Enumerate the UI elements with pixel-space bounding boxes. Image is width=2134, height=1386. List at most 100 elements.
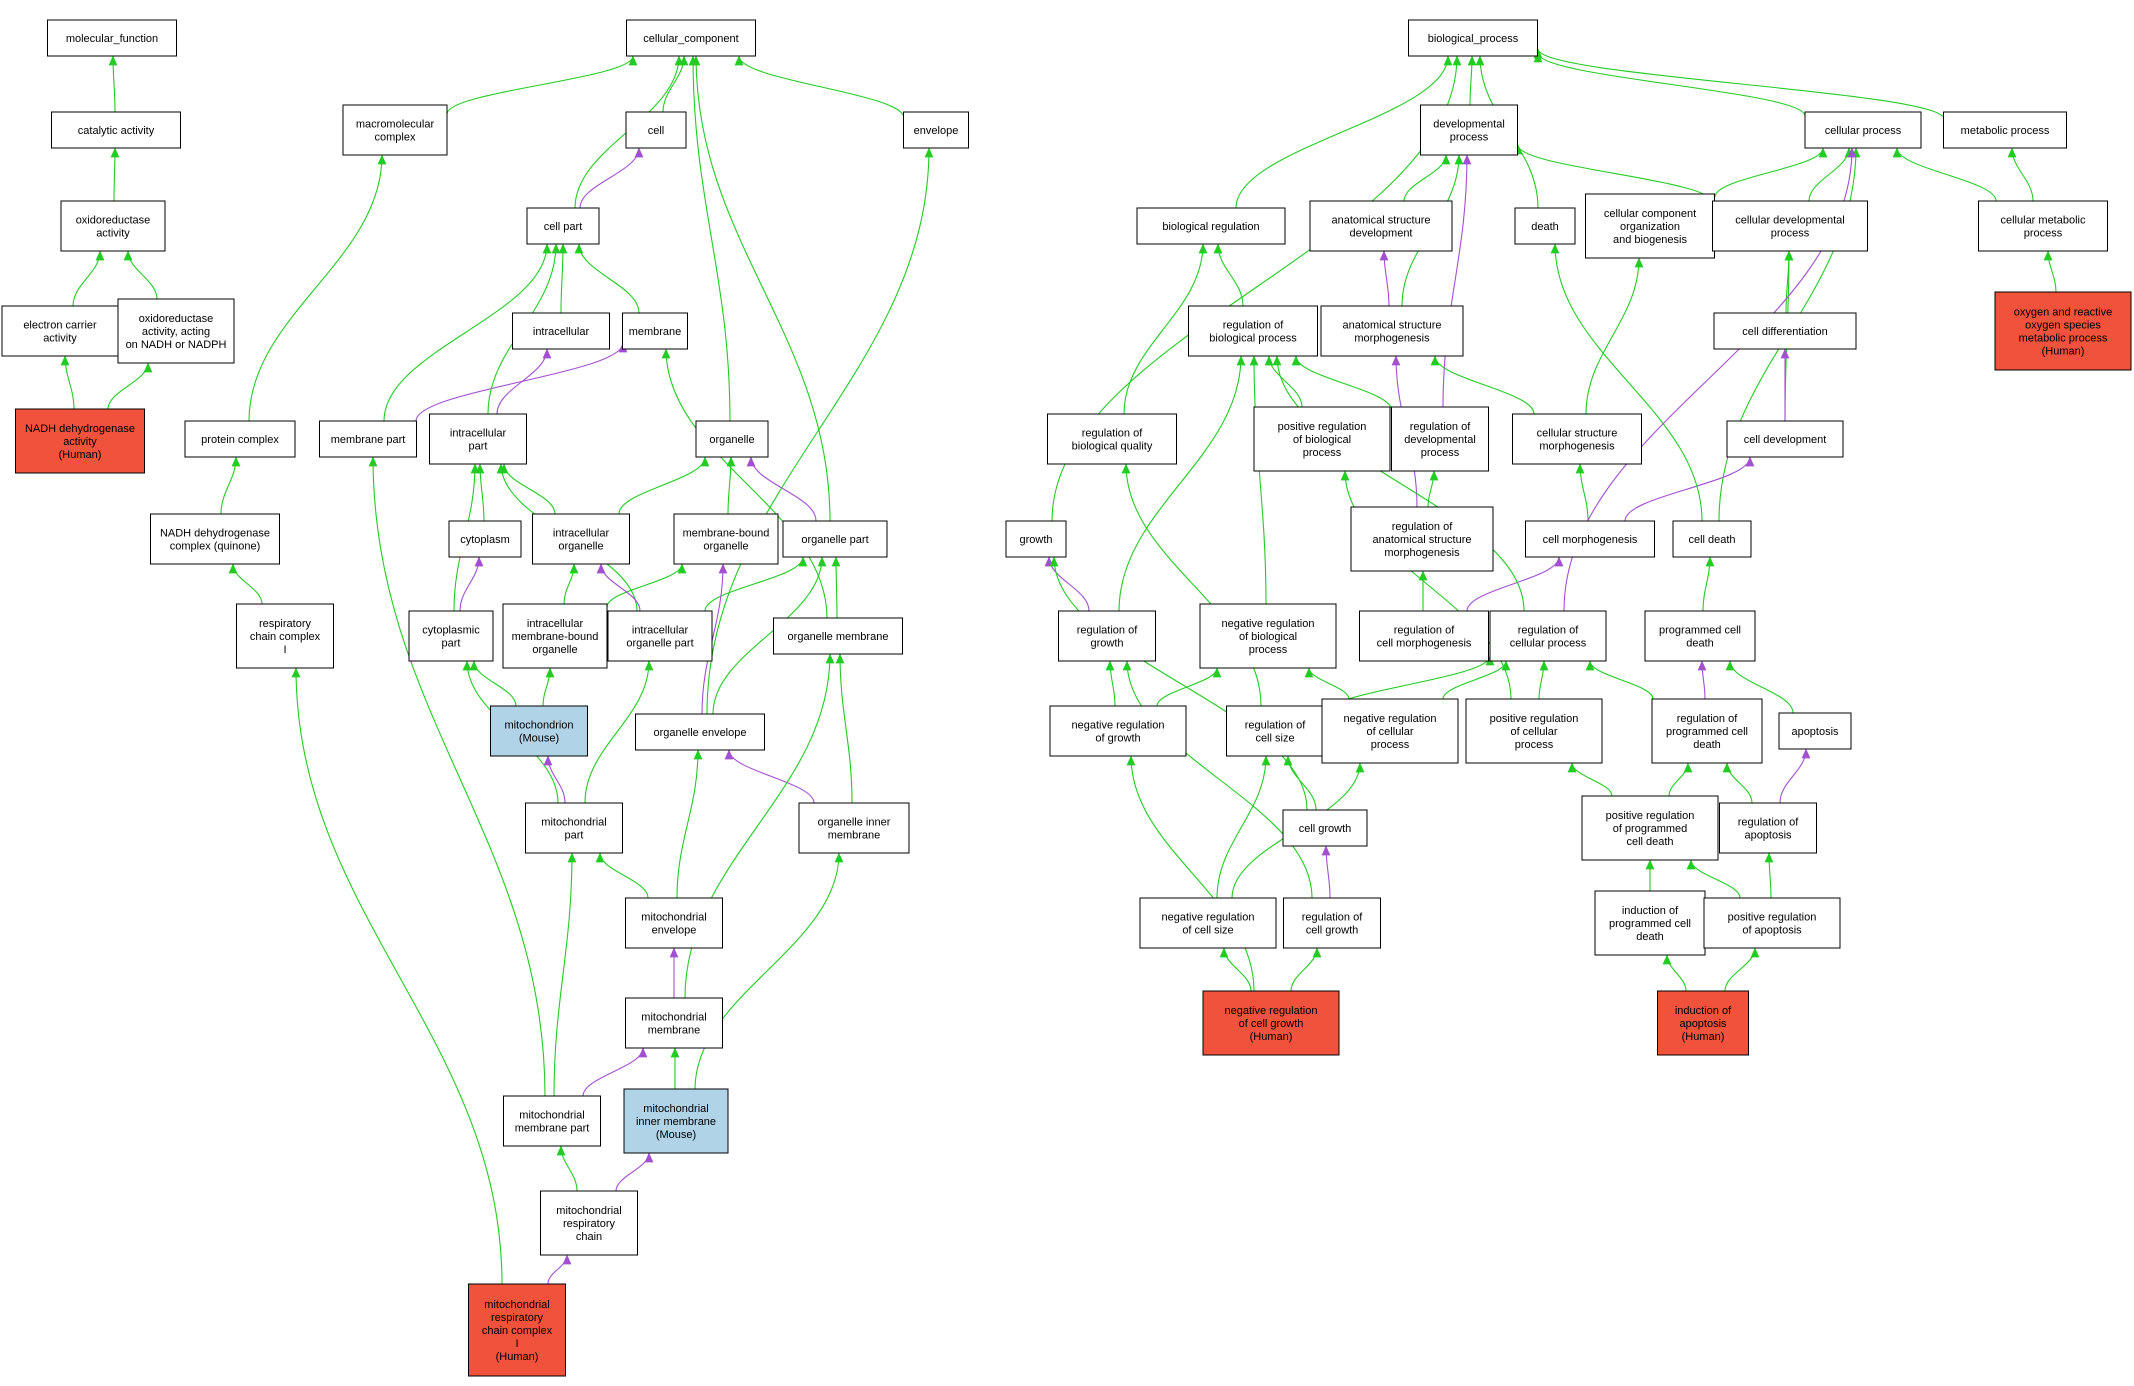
node-box-cell_development[interactable]	[1726, 420, 1844, 458]
node-box-reg_cell_morph[interactable]	[1359, 610, 1489, 662]
node-box-cell_growth[interactable]	[1282, 809, 1368, 847]
node-box-mito_envelope[interactable]	[625, 897, 723, 949]
node-box-organelle_envelope[interactable]	[635, 713, 765, 751]
node-box-neg_reg_cell_size[interactable]	[1139, 897, 1277, 949]
node-apoptosis[interactable]: apoptosis	[1778, 712, 1852, 750]
node-box-metabolic_process[interactable]	[1943, 111, 2067, 149]
node-box-intracellular_organelle[interactable]	[532, 513, 630, 565]
node-box-nadh_dh_act[interactable]	[15, 408, 145, 474]
node-box-organelle[interactable]	[695, 420, 769, 458]
node-box-reg_dev_process[interactable]	[1391, 406, 1489, 472]
node-box-mito_membrane[interactable]	[625, 997, 723, 1049]
node-box-electron_carrier[interactable]	[1, 305, 119, 357]
node-box-neg_reg_bio[interactable]	[1199, 603, 1337, 669]
node-box-mitochondrion[interactable]	[490, 705, 588, 757]
node-mf[interactable]: molecular_function	[47, 19, 177, 57]
node-growth[interactable]: growth	[1005, 520, 1067, 558]
node-cell[interactable]: cell	[625, 111, 687, 149]
node-box-mb_organelle[interactable]	[673, 513, 779, 565]
node-box-pos_reg_bio[interactable]	[1253, 406, 1391, 472]
node-box-protein_complex[interactable]	[184, 420, 296, 458]
node-box-cell_morphogenesis[interactable]	[1525, 520, 1655, 558]
node-metabolic_process[interactable]: metabolic process	[1943, 111, 2067, 149]
node-box-intracellular[interactable]	[512, 312, 610, 350]
node-envelope[interactable]: envelope	[903, 111, 969, 149]
node-box-anat_struct_dev[interactable]	[1309, 200, 1453, 252]
node-box-intracellular_organelle_part[interactable]	[607, 610, 713, 662]
node-box-pos_reg_apoptosis[interactable]	[1703, 897, 1841, 949]
node-box-organelle_membrane[interactable]	[773, 617, 903, 655]
node-bio_regulation[interactable]: biological regulation	[1136, 207, 1286, 245]
node-box-death[interactable]	[1514, 207, 1576, 245]
node-box-reg_growth[interactable]	[1058, 610, 1156, 662]
node-box-resp_chain_i[interactable]	[236, 603, 334, 669]
node-organelle_part[interactable]: organelle part	[782, 520, 888, 558]
node-box-dev_process[interactable]	[1420, 104, 1518, 156]
node-box-membrane[interactable]	[622, 312, 688, 350]
node-box-cc[interactable]	[626, 19, 756, 57]
node-box-bp[interactable]	[1408, 19, 1538, 57]
node-box-pos_reg_pcd[interactable]	[1581, 795, 1719, 861]
node-box-programmed_cell_death[interactable]	[1644, 610, 1756, 662]
node-box-reg_pcd[interactable]	[1651, 698, 1763, 764]
node-box-macro_complex[interactable]	[342, 104, 448, 156]
node-box-cell_metabolic[interactable]	[1978, 200, 2108, 252]
node-box-cell_dev_process[interactable]	[1712, 200, 1868, 252]
node-box-mf[interactable]	[47, 19, 177, 57]
node-box-cell_death[interactable]	[1672, 520, 1752, 558]
node-organelle_membrane[interactable]: organelle membrane	[773, 617, 903, 655]
node-cell_death[interactable]: cell death	[1672, 520, 1752, 558]
node-mitochondrion[interactable]: mitochondrion(Mouse)	[490, 705, 588, 757]
node-box-neg_reg_growth[interactable]	[1049, 705, 1187, 757]
node-organelle_envelope[interactable]: organelle envelope	[635, 713, 765, 751]
node-death[interactable]: death	[1514, 207, 1576, 245]
node-box-reg_cell_growth[interactable]	[1283, 897, 1381, 949]
node-box-oxidoreductase[interactable]	[60, 200, 166, 252]
node-cell_part[interactable]: cell part	[526, 207, 600, 245]
node-box-envelope[interactable]	[903, 111, 969, 149]
node-cytoplasm[interactable]: cytoplasm	[448, 520, 522, 558]
node-box-neg_reg_cell_growth[interactable]	[1202, 990, 1340, 1056]
node-box-apoptosis[interactable]	[1778, 712, 1852, 750]
node-box-reg_anat_morph[interactable]	[1350, 506, 1494, 572]
node-box-mito_resp_chain_i[interactable]	[468, 1283, 566, 1377]
node-box-cytoplasmic_part[interactable]	[408, 610, 494, 662]
node-box-neg_reg_cellular[interactable]	[1321, 698, 1459, 764]
node-box-membrane_part[interactable]	[319, 420, 417, 458]
node-box-reg_cell_size[interactable]	[1226, 705, 1324, 757]
node-intracellular[interactable]: intracellular	[512, 312, 610, 350]
node-box-induction_apoptosis[interactable]	[1657, 990, 1749, 1056]
